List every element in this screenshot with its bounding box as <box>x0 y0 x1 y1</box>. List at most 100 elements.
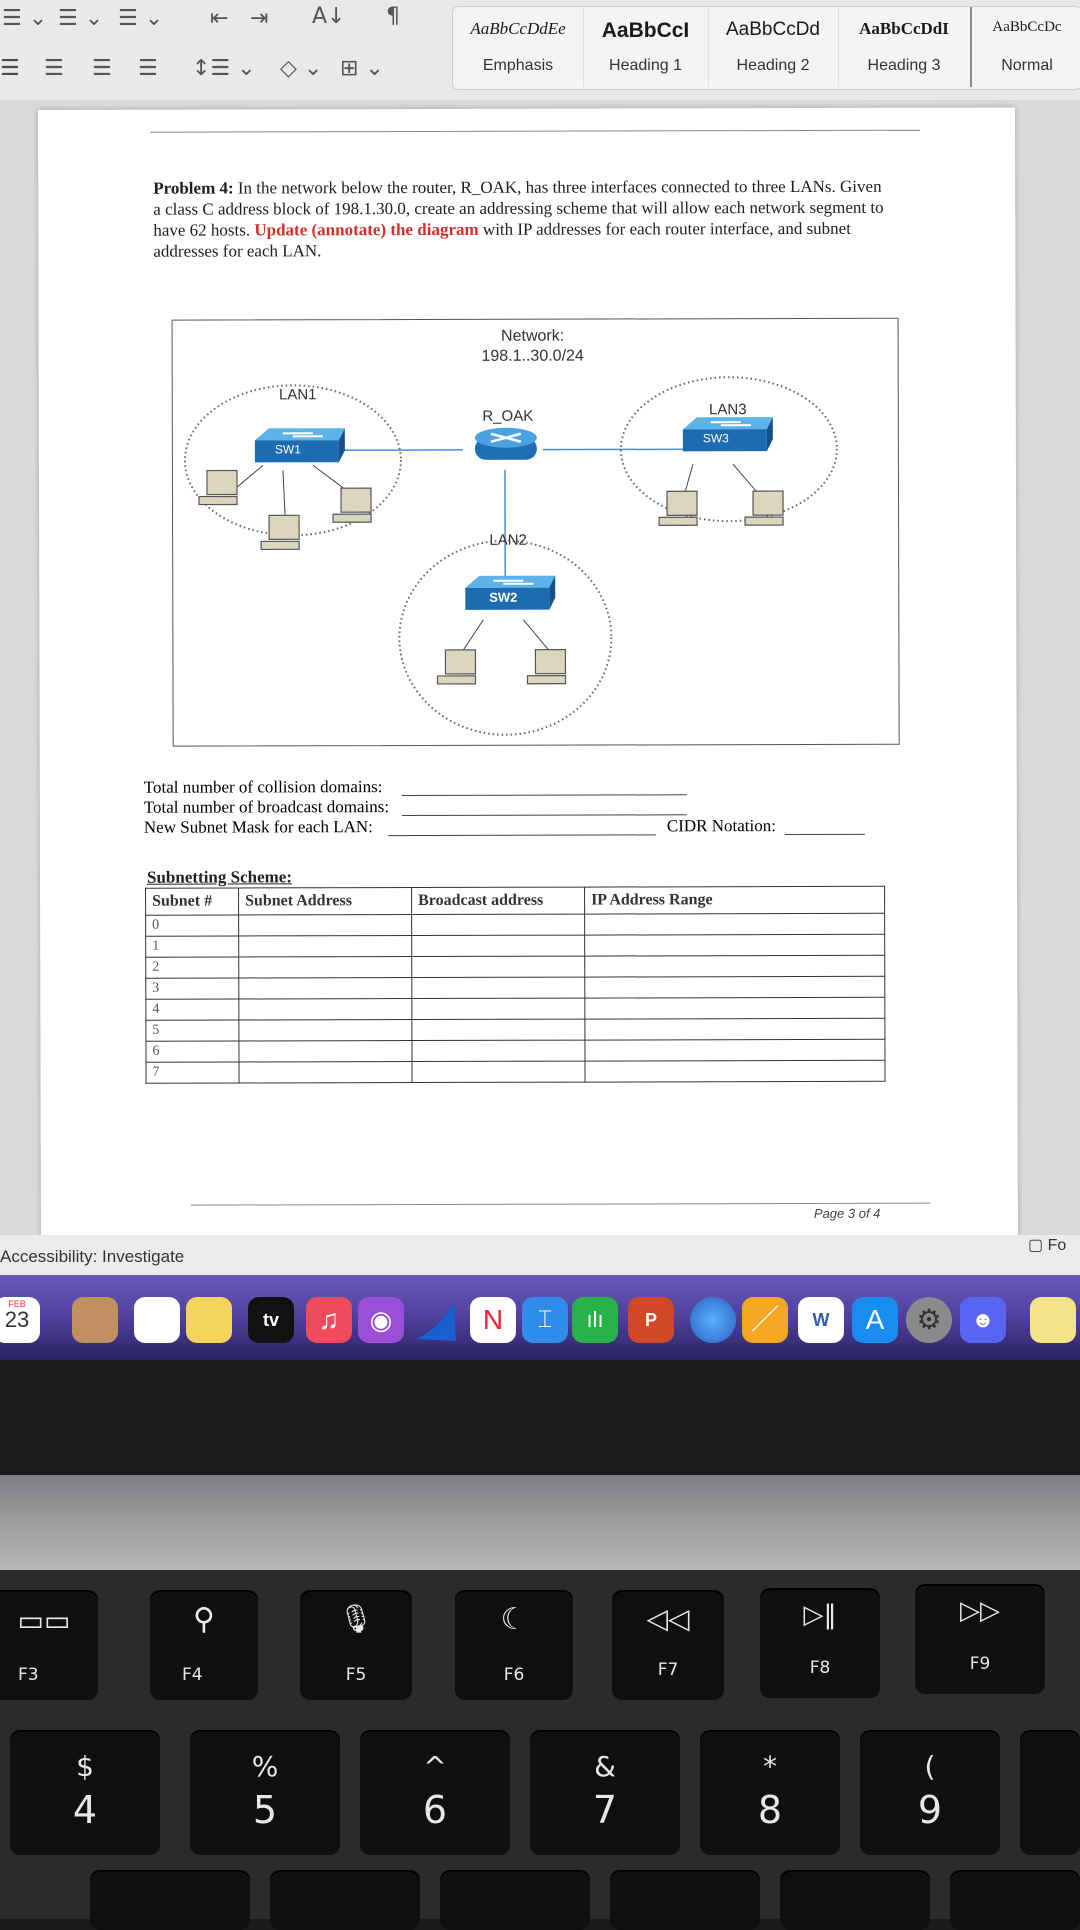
borders-icon[interactable]: ⊞ ⌄ <box>340 56 384 81</box>
table-cell[interactable] <box>239 978 412 999</box>
subnet-mask-blank[interactable] <box>388 834 656 836</box>
focus-button[interactable]: ▢ Fo <box>1028 1235 1066 1255</box>
numbering-icon[interactable]: ☰ ⌄ <box>58 6 103 31</box>
multilevel-list-icon[interactable]: ☰ ⌄ <box>118 6 163 31</box>
table-cell[interactable] <box>239 1020 412 1041</box>
key-row-partial[interactable] <box>950 1870 1080 1930</box>
key-row-partial[interactable] <box>440 1870 590 1930</box>
sw2-label: SW2 <box>478 590 528 605</box>
table-cell[interactable] <box>585 1039 885 1061</box>
key-6[interactable]: ^ 6 <box>360 1730 510 1855</box>
cidr-blank[interactable] <box>785 834 865 835</box>
style-emphasis[interactable]: AaBbCcDdEe Emphasis <box>453 7 584 87</box>
style-normal[interactable]: AaBbCcDc Normal <box>970 7 1080 87</box>
table-cell[interactable] <box>412 1061 585 1082</box>
key-0[interactable] <box>1020 1730 1080 1855</box>
key-row-partial[interactable] <box>270 1870 420 1930</box>
key-label: F3 <box>18 1665 98 1685</box>
keynote-icon[interactable]: ⌶ <box>522 1297 568 1343</box>
table-row: 2 <box>146 955 885 978</box>
music-icon[interactable]: ♫ <box>306 1297 352 1343</box>
table-cell[interactable] <box>412 998 585 1019</box>
table-cell[interactable] <box>412 956 585 977</box>
table-cell[interactable] <box>412 914 585 935</box>
key-f7[interactable]: ◁◁ F7 <box>612 1590 724 1700</box>
style-heading-2[interactable]: AaBbCcDd Heading 2 <box>708 7 839 87</box>
align-left-icon[interactable]: ☰ <box>0 56 20 81</box>
style-heading-3[interactable]: AaBbCcDdI Heading 3 <box>838 7 971 87</box>
key-f6[interactable]: ☾ F6 <box>455 1590 573 1700</box>
key-f3[interactable]: ▭▭ F3 <box>0 1590 98 1700</box>
table-cell[interactable] <box>585 976 885 998</box>
table-cell[interactable] <box>412 1040 585 1061</box>
align-center-icon[interactable]: ☰ <box>44 56 64 81</box>
apple-tv-icon[interactable]: tv <box>248 1297 294 1343</box>
table-row: 7 <box>146 1060 885 1083</box>
numbers-icon[interactable]: ılı <box>572 1297 618 1343</box>
news-icon[interactable]: N <box>470 1297 516 1343</box>
key-row-partial[interactable] <box>780 1870 930 1930</box>
key-f8[interactable]: ▷‖ F8 <box>760 1588 880 1698</box>
word-icon[interactable]: W <box>798 1297 844 1343</box>
key-label: F5 <box>300 1665 412 1685</box>
table-cell[interactable] <box>585 934 885 956</box>
key-row-partial[interactable] <box>90 1870 250 1930</box>
table-cell[interactable] <box>585 1018 885 1040</box>
table-cell[interactable] <box>412 1019 585 1040</box>
key-4[interactable]: $ 4 <box>10 1730 160 1855</box>
table-cell[interactable] <box>585 913 885 935</box>
key-8[interactable]: * 8 <box>700 1730 840 1855</box>
key-9[interactable]: ( 9 <box>860 1730 1000 1855</box>
collision-domains-blank[interactable] <box>402 794 687 796</box>
stocks-icon[interactable] <box>412 1297 458 1343</box>
line-spacing-icon[interactable]: ↕☰ ⌄ <box>192 56 256 81</box>
justify-icon[interactable]: ☰ <box>138 56 158 81</box>
key-5[interactable]: % 5 <box>190 1730 340 1855</box>
pages-icon[interactable]: ／ <box>742 1297 788 1343</box>
style-sample: AaBbCcDdEe <box>453 19 583 39</box>
table-cell[interactable] <box>239 936 412 957</box>
shading-icon[interactable]: ◇ ⌄ <box>280 56 322 81</box>
show-formatting-icon[interactable]: ¶ <box>386 4 400 29</box>
table-cell[interactable] <box>412 977 585 998</box>
key-f5[interactable]: 🎙︎ F5 <box>300 1590 412 1700</box>
subnet-number: 0 <box>146 915 239 936</box>
table-cell[interactable] <box>239 1041 412 1062</box>
table-cell[interactable] <box>239 999 412 1020</box>
key-f9[interactable]: ▷▷ F9 <box>915 1584 1045 1694</box>
discord-icon[interactable]: ☻ <box>960 1297 1006 1343</box>
increase-indent-icon[interactable]: ⇥ <box>250 6 268 31</box>
calendar-icon[interactable]: FEB 23 <box>0 1297 40 1343</box>
app-store-icon[interactable]: A <box>852 1297 898 1343</box>
table-cell[interactable] <box>412 935 585 956</box>
network-radar-icon[interactable] <box>690 1297 736 1343</box>
collision-domains-label: Total number of collision domains: <box>144 777 383 798</box>
table-cell[interactable] <box>585 955 885 977</box>
podcasts-icon[interactable]: ◉ <box>358 1297 404 1343</box>
broadcast-domains-blank[interactable] <box>402 814 687 816</box>
align-right-icon[interactable]: ☰ <box>92 56 112 81</box>
style-sample: AaBbCcDdI <box>838 19 970 39</box>
key-row-partial[interactable] <box>610 1870 760 1930</box>
key-f4[interactable]: ⚲ F4 <box>150 1590 258 1700</box>
powerpoint-icon[interactable]: P <box>628 1297 674 1343</box>
mail-icon[interactable] <box>1030 1297 1076 1343</box>
key-7[interactable]: & 7 <box>530 1730 680 1855</box>
table-cell[interactable] <box>585 997 885 1019</box>
table-cell[interactable] <box>239 915 412 936</box>
decrease-indent-icon[interactable]: ⇤ <box>210 6 228 31</box>
bullets-icon[interactable]: ☰ ⌄ <box>2 6 47 31</box>
notes-icon[interactable] <box>186 1297 232 1343</box>
table-cell[interactable] <box>239 1062 412 1083</box>
sort-icon[interactable]: A↓ <box>312 4 345 29</box>
accessibility-status[interactable]: Accessibility: Investigate <box>0 1247 184 1267</box>
key-label: F4 <box>182 1665 258 1685</box>
router-label: R_OAK <box>463 408 553 425</box>
document-page[interactable]: Problem 4: In the network below the rout… <box>38 107 1018 1240</box>
contacts-icon[interactable] <box>72 1297 118 1343</box>
reminders-icon[interactable] <box>134 1297 180 1343</box>
style-heading-1[interactable]: AaBbCcI Heading 1 <box>583 7 709 87</box>
table-cell[interactable] <box>239 957 412 978</box>
table-cell[interactable] <box>585 1060 885 1082</box>
system-settings-icon[interactable]: ⚙ <box>906 1297 952 1343</box>
